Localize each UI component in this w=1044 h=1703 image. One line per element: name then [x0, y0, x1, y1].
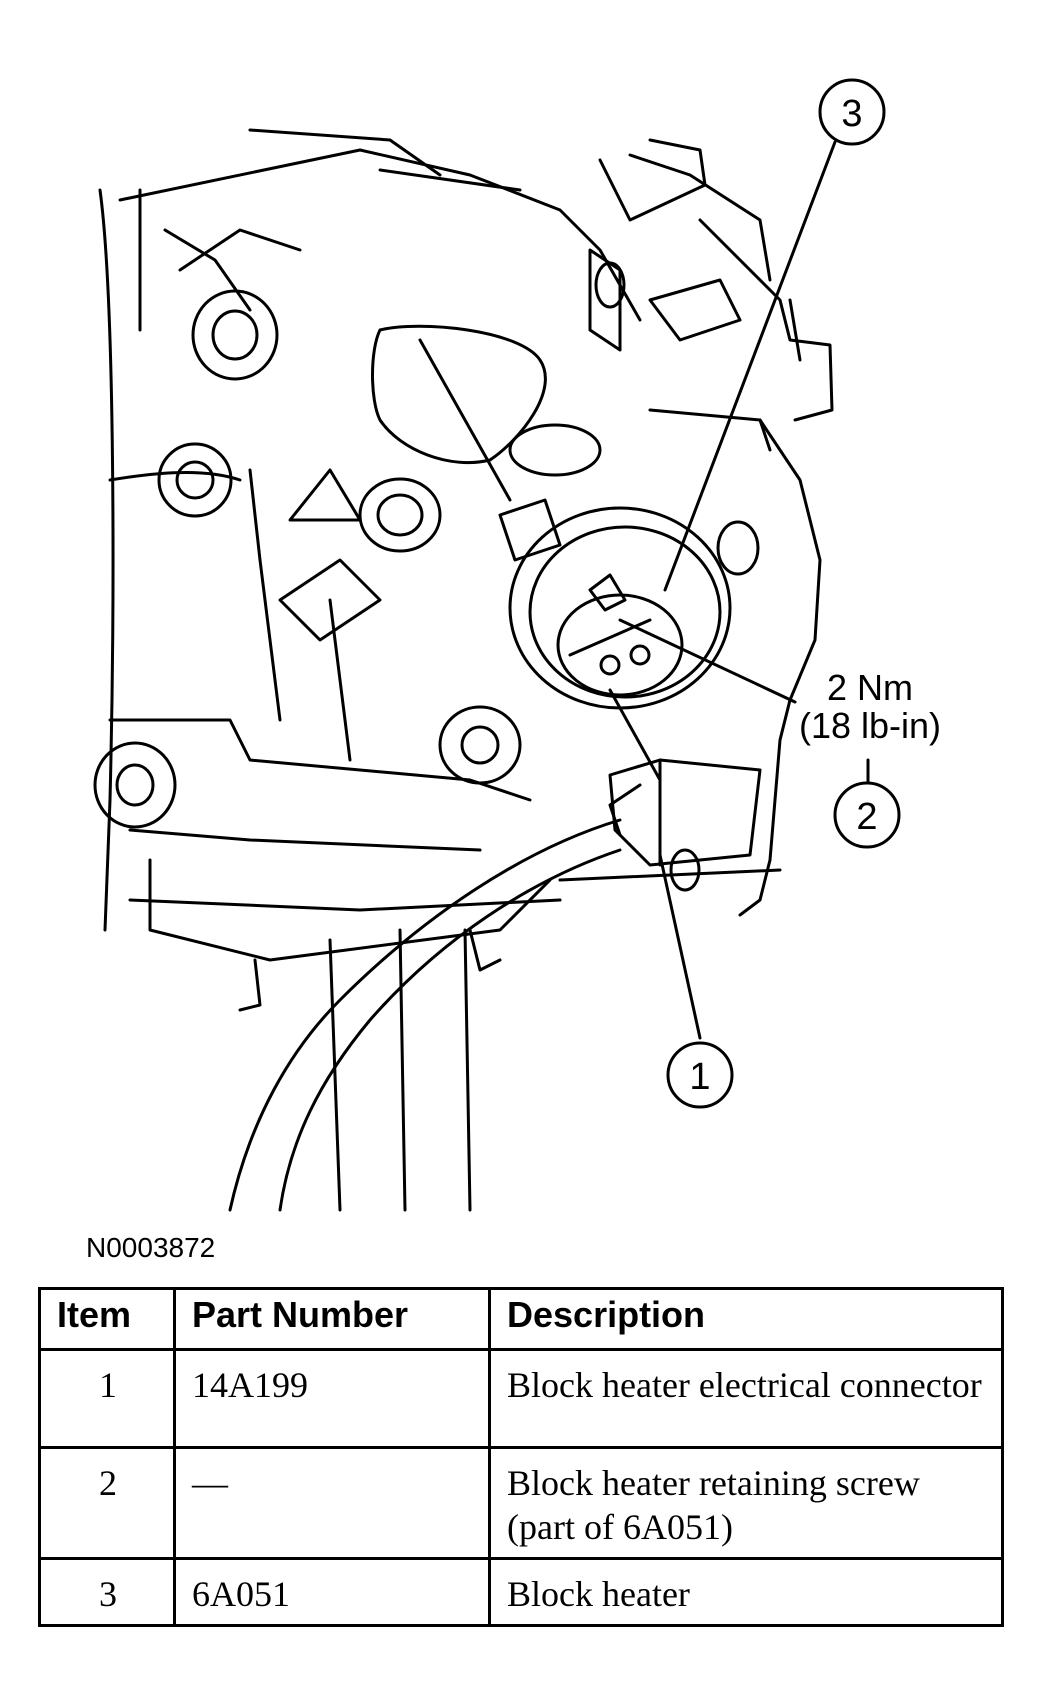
table-row: 2 — Block heater retaining screw (part o…	[38, 1446, 1004, 1560]
description-cell: Block heater retaining screw (part of 6A…	[488, 1446, 1004, 1560]
block-heater-illustration: 3 2 1 2 Nm (18 lb-in)	[93, 78, 941, 1212]
table-row: 1 14A199 Block heater electrical connect…	[38, 1348, 1004, 1449]
torque-value-imperial: (18 lb-in)	[799, 705, 941, 746]
leader-lines	[618, 140, 870, 1040]
callout-2: 2	[833, 781, 901, 849]
figure-id: N0003872	[86, 1232, 216, 1263]
header-item: Item	[38, 1287, 176, 1351]
item-cell: 2	[38, 1446, 176, 1560]
header-description: Description	[488, 1287, 1004, 1351]
table-header-row: Item Part Number Description	[38, 1287, 1004, 1351]
header-part-number: Part Number	[173, 1287, 491, 1351]
block-heater	[498, 498, 732, 782]
parts-table: Item Part Number Description 1 14A199 Bl…	[38, 1287, 1004, 1627]
item-cell: 3	[38, 1557, 176, 1627]
part-number-cell: 14A199	[173, 1348, 491, 1449]
item-cell: 1	[38, 1348, 176, 1449]
block-holes	[93, 261, 760, 892]
part-number-cell: 6A051	[173, 1557, 491, 1627]
heater-connector-cable	[228, 758, 762, 1212]
part-number-cell: —	[173, 1446, 491, 1560]
svg-text:3: 3	[841, 93, 862, 135]
description-cell: Block heater electrical connector	[488, 1348, 1004, 1449]
engine-block-drawing	[98, 128, 834, 1212]
description-cell: Block heater	[488, 1557, 1004, 1627]
svg-text:1: 1	[689, 1056, 710, 1098]
svg-text:2: 2	[856, 796, 877, 838]
heater-bore	[371, 324, 602, 502]
callout-3: 3	[818, 78, 886, 146]
table-row: 3 6A051 Block heater	[38, 1557, 1004, 1627]
callout-1: 1	[666, 1041, 734, 1109]
torque-value: 2 Nm	[827, 667, 913, 708]
